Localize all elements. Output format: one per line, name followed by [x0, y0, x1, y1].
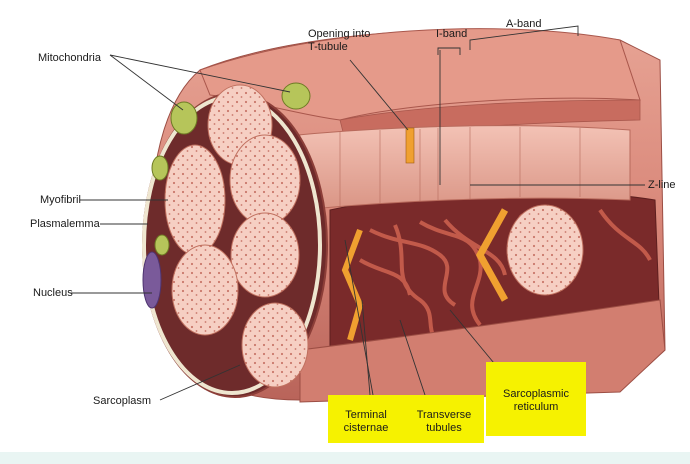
nucleus-shape	[142, 251, 162, 309]
label-mitochondria: Mitochondria	[38, 52, 101, 64]
t-tubule-opening	[405, 127, 415, 164]
mitochondrion-3	[151, 155, 169, 181]
t-tubule-left	[341, 228, 364, 341]
mitochondrion-2	[281, 82, 311, 110]
label-terminal-cisternae-1: Terminal	[345, 409, 387, 421]
label-nucleus: Nucleus	[33, 287, 73, 299]
t-tubule-right	[475, 208, 509, 302]
label-opening-t-tubule-2: T-tubule	[308, 41, 348, 53]
label-sarcoplasm: Sarcoplasm	[93, 395, 152, 407]
myofibril-5	[171, 244, 239, 336]
label-transverse-tubules-1: Transverse	[416, 409, 472, 421]
label-plasmalemma: Plasmalemma	[30, 218, 100, 230]
label-opening-t-tubule-1: Opening into	[308, 28, 371, 40]
myofibril-cross-sections	[164, 84, 309, 388]
myofibril-3	[229, 134, 301, 226]
bottom-bar	[0, 452, 690, 464]
mitochondrion-1	[170, 101, 198, 135]
mitochondria-shapes	[151, 82, 311, 256]
label-myofibril: Myofibril	[40, 194, 81, 206]
label-z-line: Z-line	[648, 179, 676, 191]
label-transverse-tubules: Transverse tubules	[404, 395, 484, 443]
leader-lines	[70, 50, 645, 401]
i-band-bracket	[437, 47, 461, 55]
label-a-band: A-band	[506, 18, 542, 30]
label-sarcoplasmic-reticulum-2: reticulum	[513, 401, 559, 413]
myofibril-6	[241, 302, 309, 388]
label-terminal-cisternae-2: cisternae	[343, 422, 389, 434]
label-sarcoplasmic-reticulum-1: Sarcoplasmic	[502, 388, 570, 400]
label-i-band: I-band	[436, 28, 468, 40]
label-transverse-tubules-2: tubules	[426, 422, 462, 434]
mitochondrion-4	[154, 234, 170, 256]
myofibril-4	[230, 212, 300, 298]
label-terminal-cisternae: Terminal cisternae	[328, 395, 404, 443]
myofibril-2	[164, 144, 226, 256]
a-band-bracket	[469, 25, 579, 50]
striations	[299, 127, 581, 210]
label-sarcoplasmic-reticulum: Sarcoplasmic reticulum	[486, 362, 586, 436]
exposed-myofibril	[506, 204, 584, 296]
